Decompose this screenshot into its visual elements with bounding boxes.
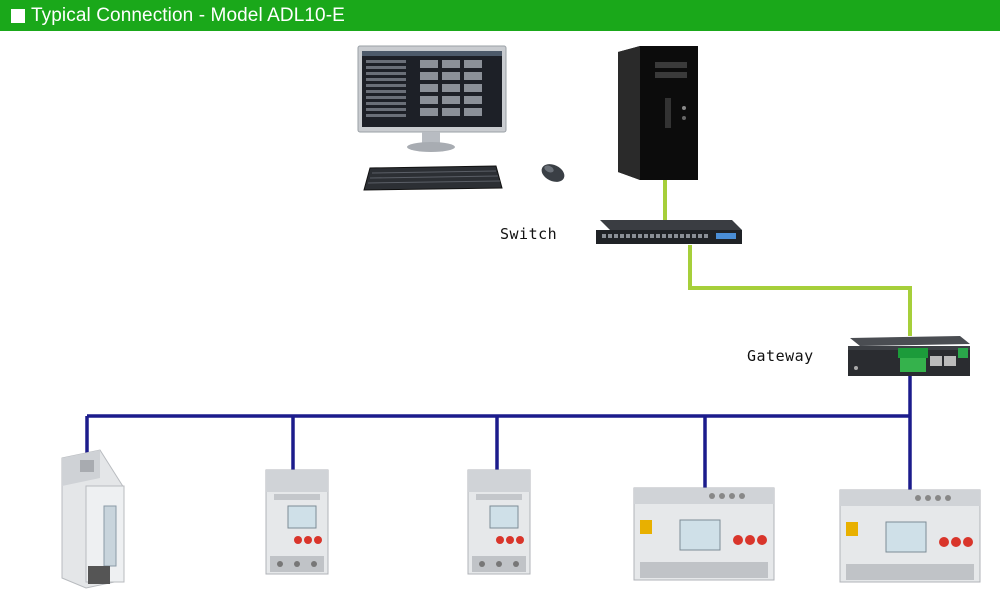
switch-label: Switch (500, 225, 558, 243)
three-phase-meter-icon (633, 487, 775, 581)
diagram-title: Typical Connection - Model ADL10-E (31, 4, 345, 26)
computer-tower-icon (618, 46, 698, 180)
ethernet-lines (663, 180, 912, 336)
ethernet-line-switch-gateway (688, 245, 912, 336)
monitor-icon (357, 45, 507, 152)
three-phase-meter-icon (839, 489, 981, 583)
energy-meter-icon (467, 469, 531, 575)
square-bullet-icon (11, 8, 25, 23)
energy-meter-icon (265, 469, 329, 575)
header-bar: Typical Connection - Model ADL10-E (0, 0, 1000, 31)
single-phase-meter-icon (61, 449, 125, 589)
network-switch-icon (596, 220, 742, 244)
gateway-label: Gateway (747, 347, 814, 365)
mouse-icon (541, 164, 565, 182)
keyboard-icon (363, 165, 503, 191)
gateway-device-icon (848, 336, 970, 376)
